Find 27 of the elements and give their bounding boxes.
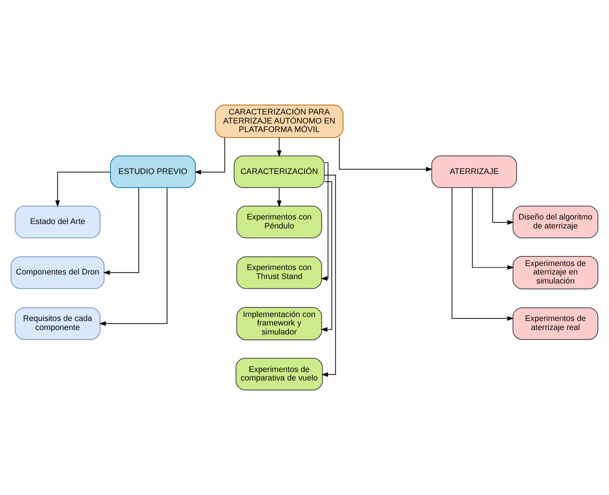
- node-box: Diseño del algoritmo de aterrizaje: [512, 206, 598, 238]
- arrow: [338, 137, 433, 172]
- arrow: [194, 137, 226, 174]
- node-box: Implementación con framework y simulador: [236, 306, 322, 340]
- arrow: [320, 181, 332, 332]
- node-box: Estado del Arte: [14, 206, 100, 238]
- node-box: CARACTERIZACIÓN PARA ATERRIZAJE AUTÓNOMO EN PLATAFORMA MÓVIL: [214, 104, 344, 138]
- arrow: [276, 187, 282, 208]
- node-box: ESTUDIO PREVIO: [110, 156, 196, 188]
- node-box: Experimentos con Péndulo: [236, 206, 322, 238]
- arrow: [321, 174, 336, 377]
- arrow: [103, 187, 140, 275]
- node-box: Experimentos con Thrust Stand: [236, 256, 322, 289]
- arrow: [99, 187, 168, 326]
- node-box: Experimentos de aterrizaje real: [512, 307, 598, 340]
- node-box: Componentes del Dron: [10, 256, 105, 289]
- node-box: Requisitos de cada componente: [14, 307, 100, 340]
- arrow: [472, 187, 514, 270]
- node-box: Experimentos de aterrizaje en simulación: [512, 256, 598, 290]
- node-box: Experimentos de comparativa de vuelo: [236, 358, 323, 390]
- arrow: [320, 162, 328, 281]
- arrow: [492, 187, 514, 225]
- node-box: CARACTERIZACIÓN: [234, 156, 325, 188]
- arrow: [276, 137, 282, 157]
- arrow: [55, 172, 111, 208]
- arrow: [452, 187, 514, 321]
- node-box: ATERRIZAJE: [431, 156, 518, 188]
